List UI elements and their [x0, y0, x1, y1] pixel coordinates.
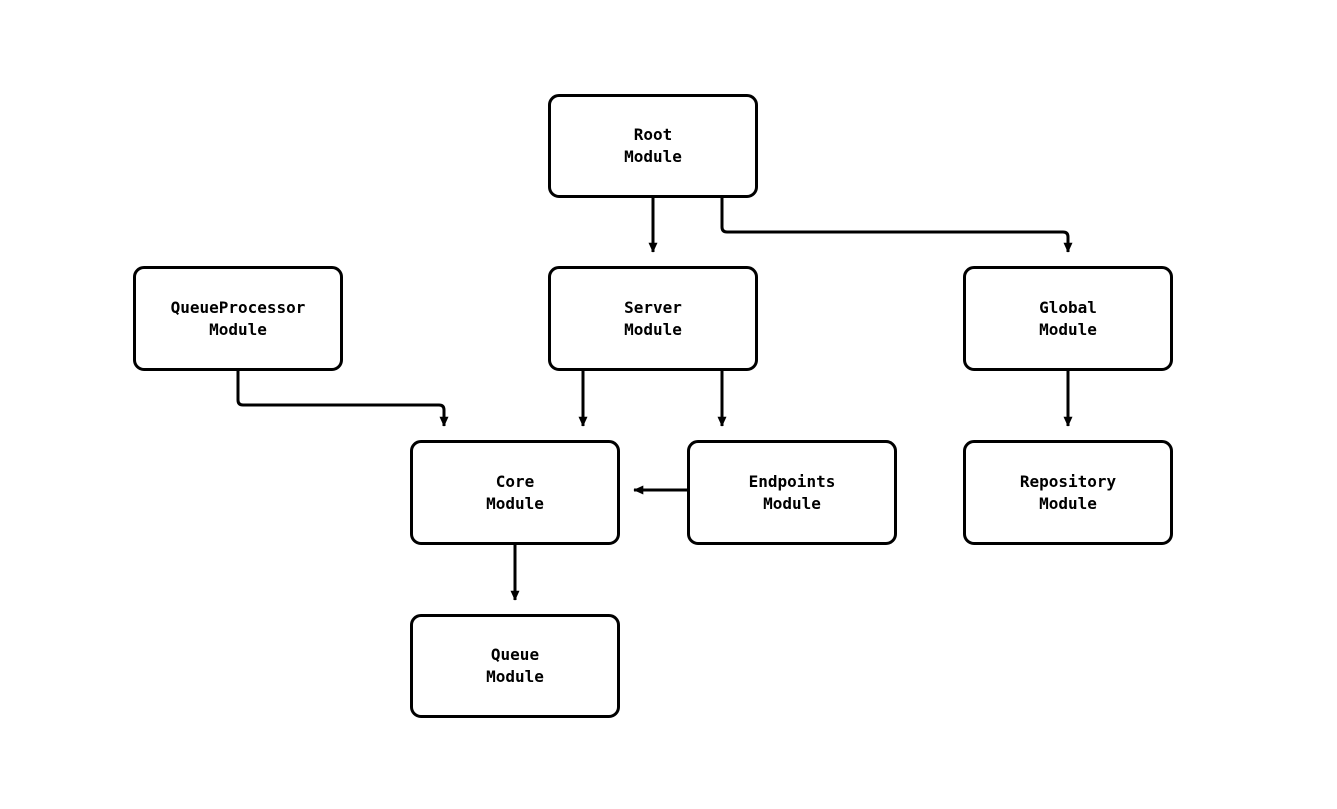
node-endpoints-module[interactable]: Endpoints Module — [687, 440, 897, 545]
node-queueprocessor-module-line2: Module — [209, 319, 267, 339]
node-core-module[interactable]: Core Module — [410, 440, 620, 545]
node-core-module-line1: Core — [495, 471, 535, 491]
node-core-module-line2: Module — [486, 493, 544, 513]
edge-root-to-global — [720, 198, 1073, 253]
node-queue-module-line2: Module — [486, 667, 544, 686]
node-server-module-line2: Module — [624, 319, 682, 339]
node-repository-module[interactable]: Repository Module — [963, 440, 1173, 545]
node-global-module-line2: Module — [1039, 319, 1097, 339]
edge-queueprocessor-to-core — [236, 371, 449, 427]
node-queueprocessor-module-line1: QueueProcessor — [170, 297, 306, 317]
node-repository-module-line1: Repository — [1019, 471, 1117, 491]
node-queueprocessor-module[interactable]: QueueProcessor Module — [133, 266, 343, 371]
node-endpoints-module-line1: Endpoints — [748, 471, 836, 491]
node-server-module-line1: Server — [624, 297, 682, 317]
node-root-module-line2: Module — [624, 147, 682, 166]
node-root-module[interactable]: Root Module — [548, 94, 758, 198]
node-global-module[interactable]: Global Module — [963, 266, 1173, 371]
node-root-module-line1: Root — [633, 125, 673, 144]
node-repository-module-line2: Module — [1039, 493, 1097, 513]
node-queue-module-line1: Queue — [490, 645, 540, 664]
node-global-module-line1: Global — [1039, 297, 1097, 317]
node-server-module[interactable]: Server Module — [548, 266, 758, 371]
node-endpoints-module-line2: Module — [763, 493, 821, 513]
node-queue-module[interactable]: Queue Module — [410, 614, 620, 718]
